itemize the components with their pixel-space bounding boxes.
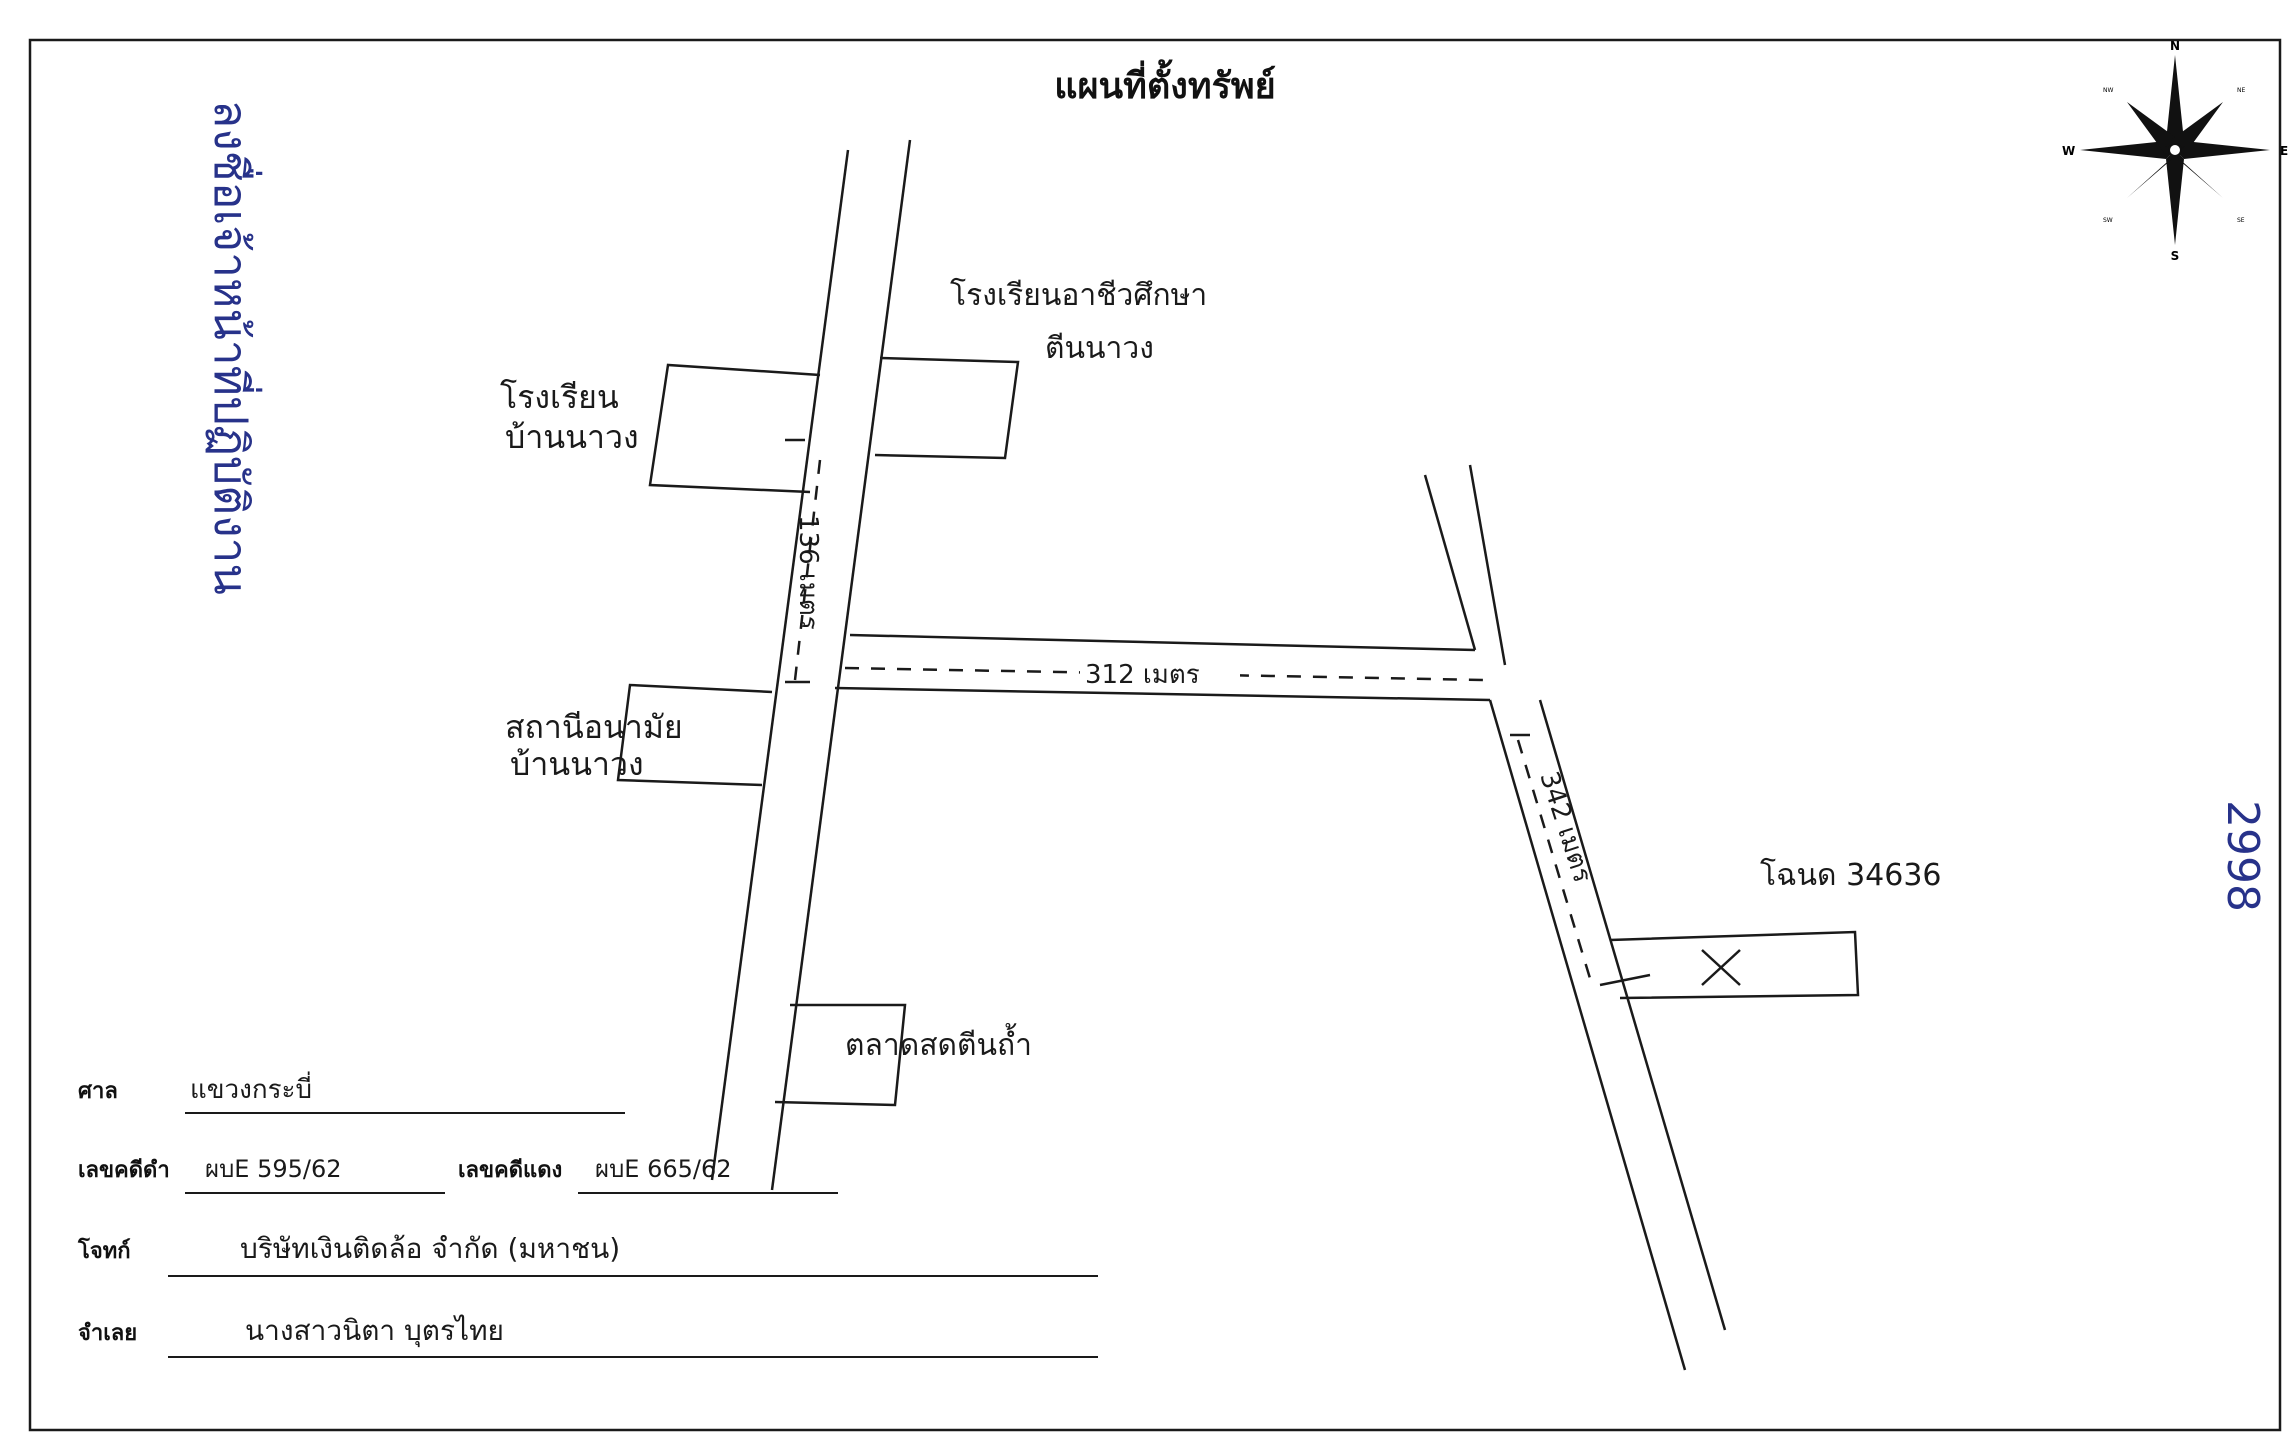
parcel-plot — [1609, 930, 1860, 1000]
officer-signature-note: ลงชื่อเจ้าหน้าที่ปฏิบัติงาน — [204, 100, 263, 595]
distance-label-312: 312 เมตร — [1085, 660, 1200, 690]
page-frame — [28, 38, 2282, 1432]
compass-sw-label: SW — [2103, 217, 2113, 224]
map-title: แผนที่ตั้งทรัพย์ — [1054, 59, 1275, 107]
compass-n-label: N — [2170, 39, 2180, 53]
compass-se-label: SE — [2237, 217, 2245, 224]
college-label-2: ตีนนาวง — [1045, 331, 1154, 366]
compass-w-label: W — [2062, 144, 2075, 158]
plaintiff-value: บริษัทเงินติดล้อ จำกัด (มหาชน) — [240, 1232, 620, 1265]
compass-nw-label: NW — [2103, 87, 2113, 94]
health-station-building — [616, 683, 773, 787]
side-road — [1423, 464, 1727, 1371]
defendant-value: นางสาวนิตา บุตรไทย — [245, 1314, 504, 1348]
market-building — [774, 1003, 907, 1107]
red-case-value: ผบE 665/62 — [595, 1155, 732, 1183]
college-building — [874, 356, 1020, 460]
case-form: ศาล แขวงกระบี่ เลขคดีดำ ผบE 595/62 เลขคด… — [77, 1071, 1098, 1358]
black-case-value: ผบE 595/62 — [205, 1155, 342, 1183]
health-station-label-2: บ้านนาวง — [510, 745, 644, 783]
school-label-2: บ้านนาวง — [505, 418, 639, 456]
school-building — [648, 363, 821, 494]
distance-marker-136 — [785, 438, 822, 684]
main-road — [710, 139, 912, 1191]
red-case-label: เลขคดีแดง — [458, 1157, 562, 1183]
college-label: โรงเรียนอาชีวศึกษา — [950, 277, 1207, 313]
compass-s-label: S — [2171, 249, 2180, 263]
connecting-road — [834, 633, 1491, 702]
defendant-label: จำเลย — [78, 1320, 137, 1346]
compass-ne-label: NE — [2237, 87, 2245, 94]
health-station-label: สถานีอนามัย — [505, 708, 683, 746]
distance-label-136: 136 เมตร — [793, 515, 823, 630]
distance-marker-342 — [1510, 733, 1651, 987]
market-label: ตลาดสดตีนถ้ำ — [845, 1023, 1032, 1063]
school-label: โรงเรียน — [500, 378, 619, 416]
distance-label-312-bg — [1080, 655, 1240, 687]
court-label: ศาล — [78, 1078, 118, 1104]
court-value: แขวงกระบี่ — [190, 1071, 312, 1105]
distance-label-342: 342 เมตร — [1533, 768, 1597, 886]
parcel-label: โฉนด 34636 — [1760, 857, 1942, 893]
compass-e-label: E — [2280, 144, 2288, 158]
plaintiff-label: โจทก์ — [77, 1237, 131, 1264]
sheet-number-note: 2998 — [2217, 800, 2268, 912]
compass-rose-icon: N S E W NW NE SW SE — [2062, 39, 2288, 263]
black-case-label: เลขคดีดำ — [78, 1157, 170, 1183]
